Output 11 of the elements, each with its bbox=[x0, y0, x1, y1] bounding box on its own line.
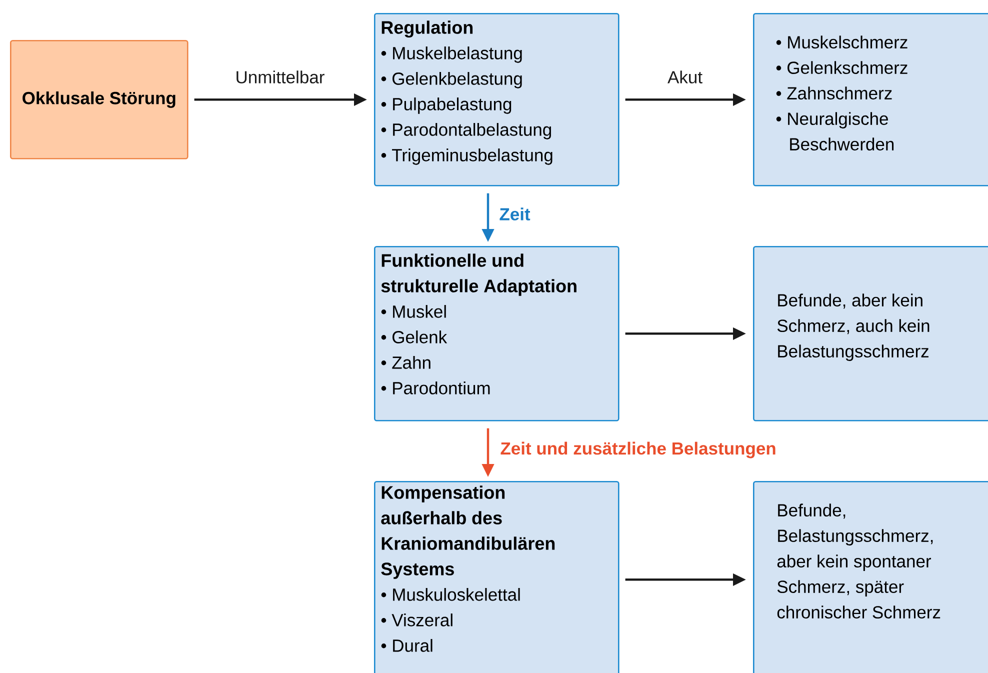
edge-label: Zeit und zusätzliche Belastungen bbox=[500, 442, 776, 458]
edge-label: Unmittelbar bbox=[236, 70, 324, 84]
process-box: Kompensation außerhalb des Kraniomandibulären Systems • Muskuloskelettal • Viszeral • Dural bbox=[374, 481, 620, 673]
result-box: • Muskelschmerz • Gelenkschmerz • Zahnschmerz • Neuralgische Beschwerden bbox=[753, 13, 988, 186]
result-box: Befunde, aber kein Schmerz, auch kein Belastungsschmerz bbox=[753, 246, 988, 422]
process-box: Funktionelle und strukturelle Adaptation • Muskel • Gelenk • Zahn • Parodontium bbox=[374, 246, 620, 422]
result-box: Befunde, Belastungsschmerz, aber kein spontaner Schmerz, später chronischer Schmerz bbox=[753, 481, 988, 673]
start-box: Okklusale Störung bbox=[10, 40, 188, 160]
edge-label: Zeit bbox=[500, 208, 530, 220]
edge-label: Akut bbox=[668, 70, 702, 84]
process-box: Regulation • Muskelbelastung • Gelenkbelastung • Pulpabelastung • Parodontalbelastung • Trigeminusbelastung bbox=[374, 13, 620, 186]
